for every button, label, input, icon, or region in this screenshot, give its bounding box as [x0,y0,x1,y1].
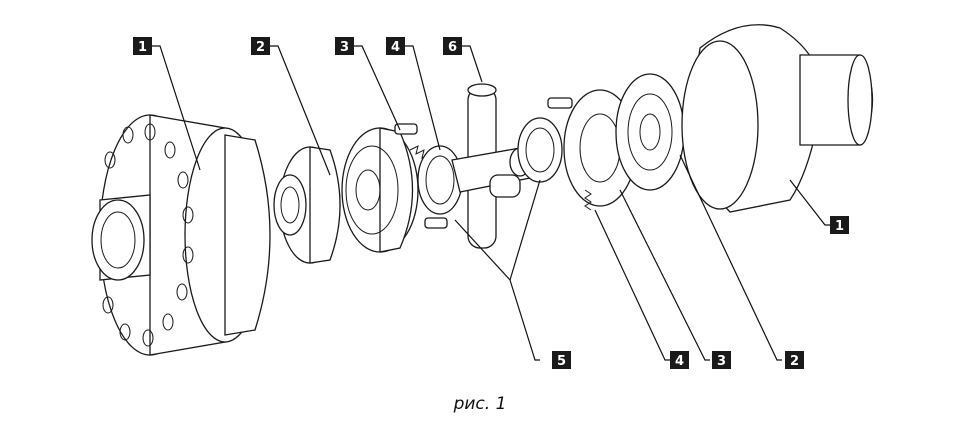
callout-tag-5: 5 [552,351,571,369]
right-spacer-ring [517,117,563,183]
leader-lines [152,45,830,361]
left-clutch-ring [341,127,419,253]
callout-label: 5 [557,354,566,369]
callout-label: 1 [835,219,844,234]
callout-label: 2 [790,354,799,369]
right-housing [681,24,874,213]
figure-caption: рис. 1 [453,394,507,414]
left-housing-flange [91,114,271,356]
callout-label: 4 [675,354,684,369]
callout-label: 3 [717,354,726,369]
callout-tag-4-left: 4 [386,37,405,55]
callout-tag-2-left: 2 [251,37,270,55]
callout-tag-1-left: 1 [133,37,152,55]
callout-label: 1 [138,40,147,55]
callout-tag-4-right: 4 [670,351,689,369]
spacer-ring [417,145,463,215]
spider-cross [451,83,531,249]
callout-label: 2 [256,40,265,55]
right-side-gear [615,73,685,191]
callout-tag-1-right: 1 [830,216,849,234]
callout-tag-6: 6 [443,37,462,55]
callout-label: 3 [340,40,349,55]
left-side-gear [273,146,341,264]
callout-tag-2-right: 2 [785,351,804,369]
flange-bolt-holes [102,123,194,347]
callout-label: 4 [391,40,400,55]
callout-label: 6 [448,40,457,55]
callout-tag-3-right: 3 [712,351,731,369]
callout-tag-3-left: 3 [335,37,354,55]
